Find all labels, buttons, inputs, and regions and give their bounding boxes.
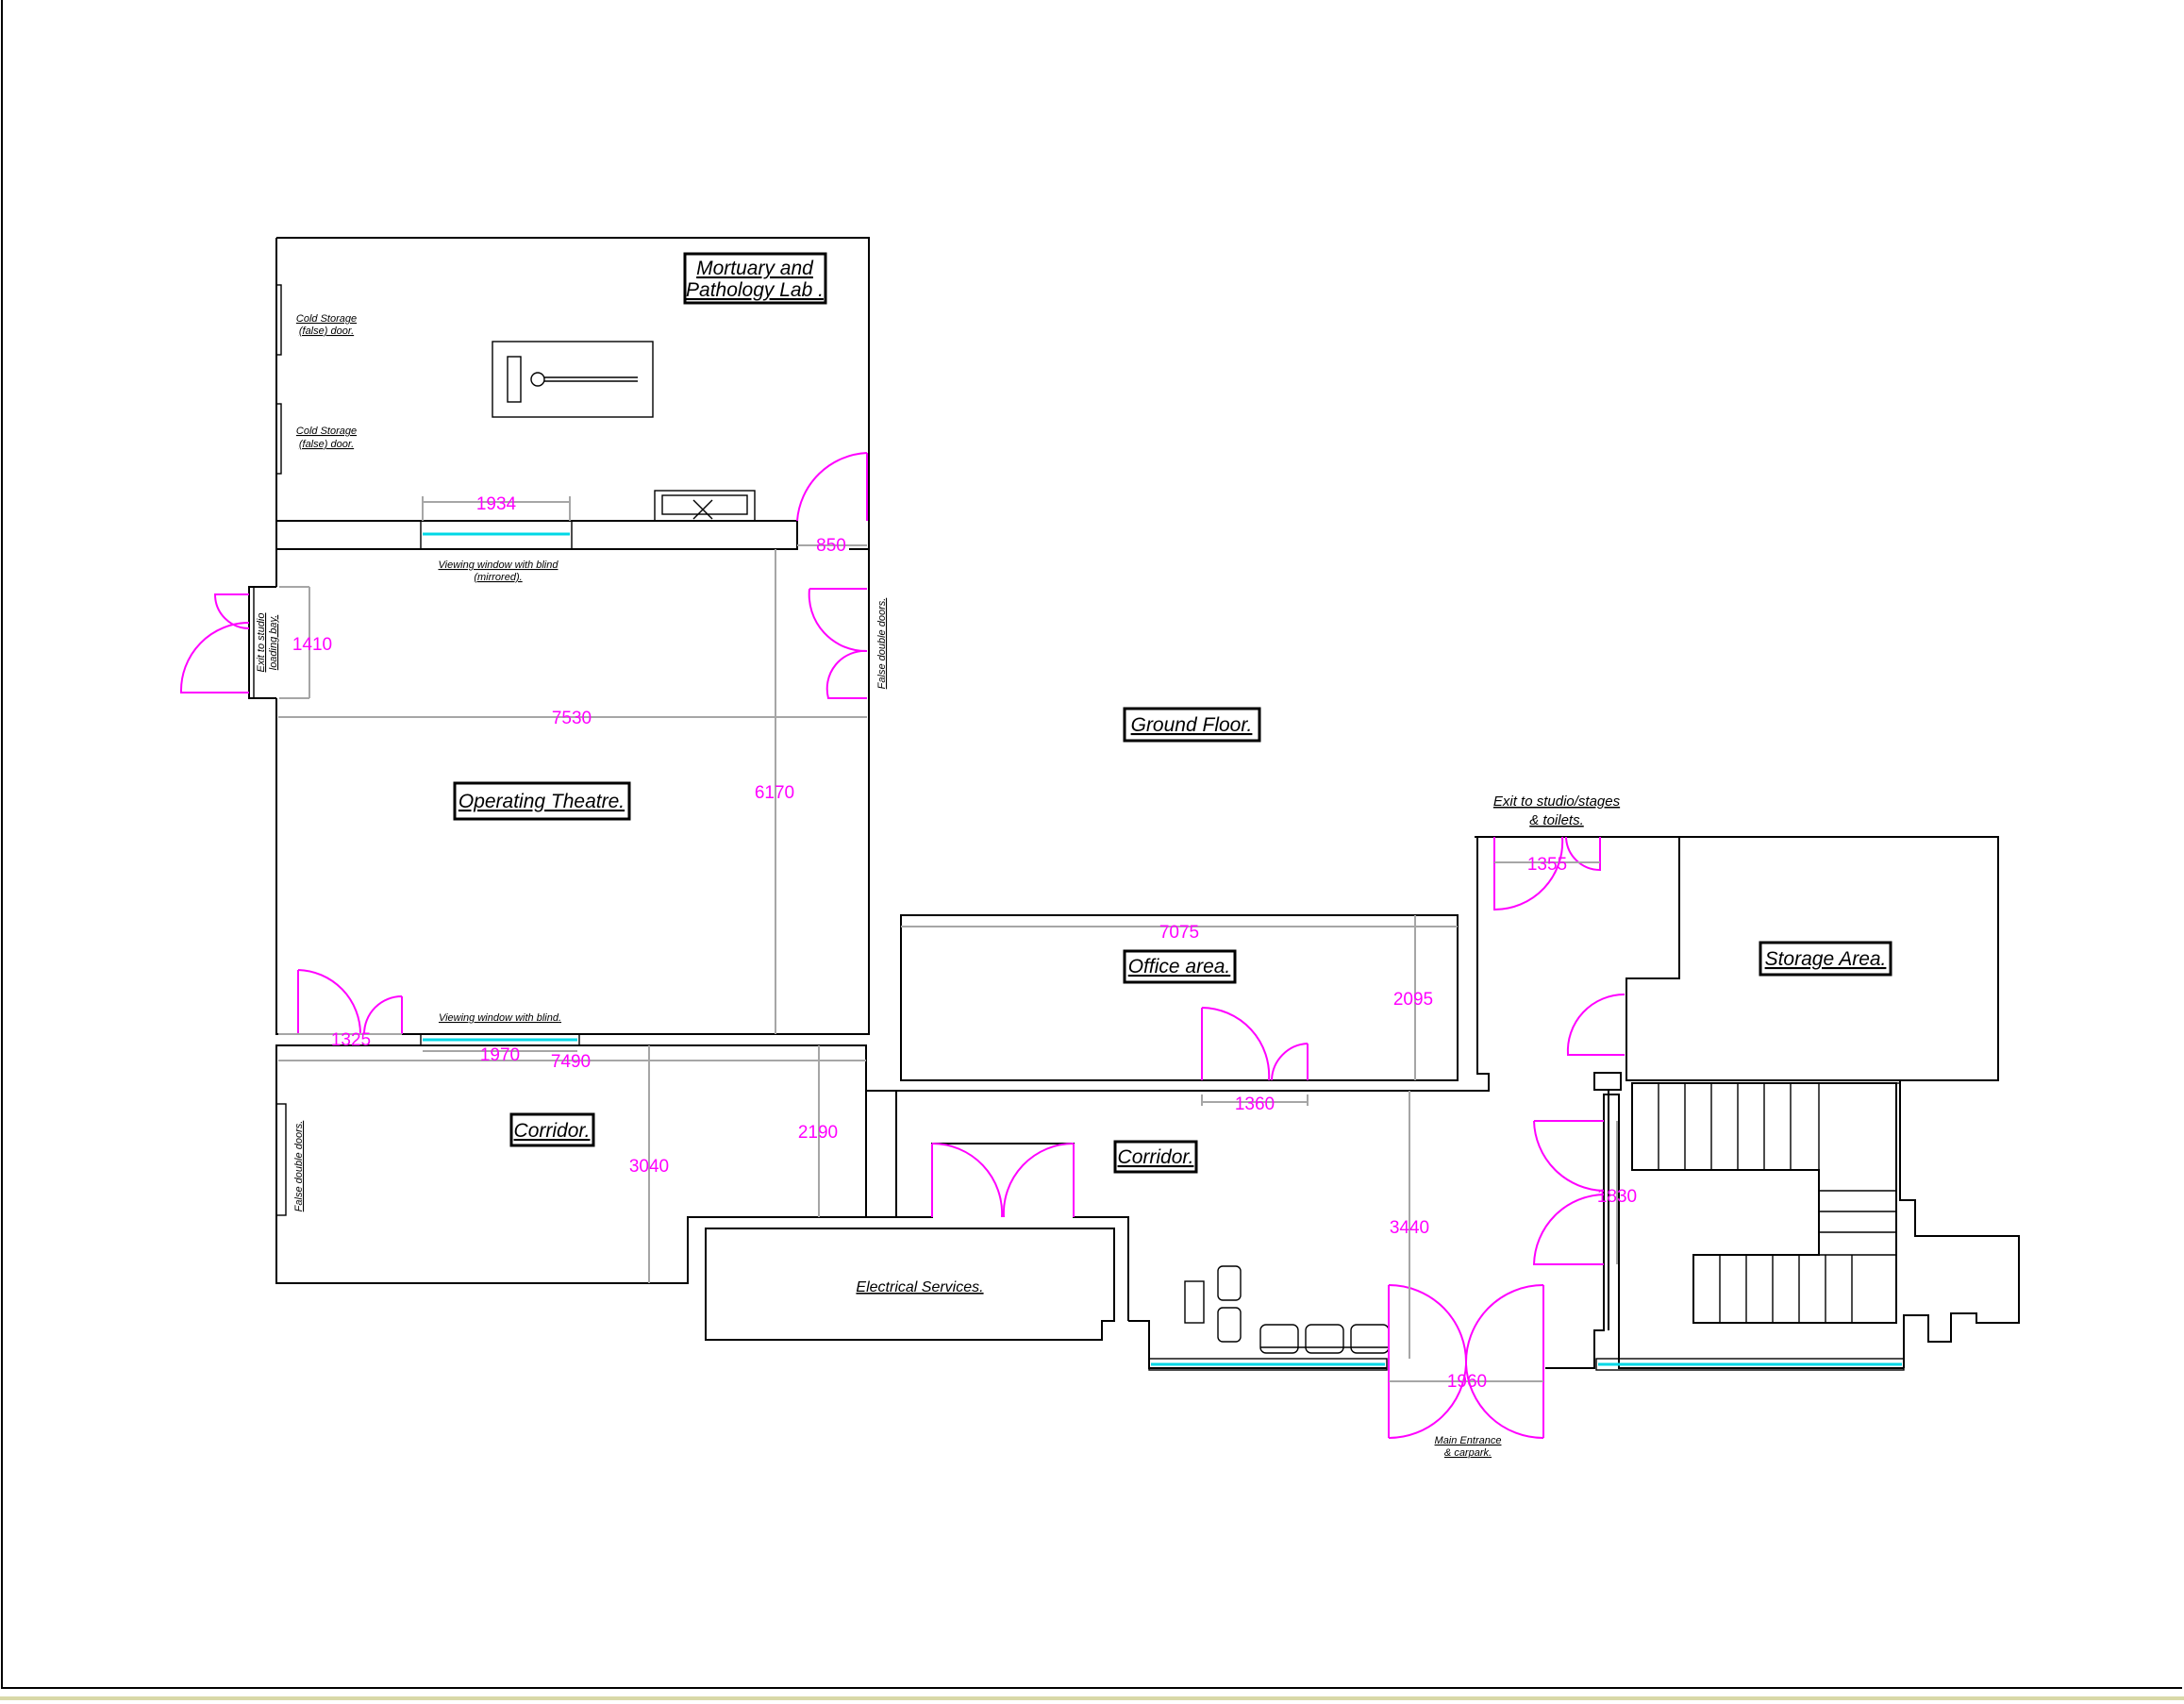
dim-1960: 1960 — [1447, 1372, 1487, 1392]
dim-1410: 1410 — [292, 635, 332, 655]
reception-chairs — [1184, 1265, 1390, 1354]
dim-7530: 7530 — [552, 709, 592, 728]
note-exit-loading-bay-line2: loading bay. — [268, 615, 279, 671]
room-corridor-mid: Corridor. — [1118, 1146, 1194, 1168]
note-cold-storage-2-line1: Cold Storage — [296, 426, 357, 437]
glazing — [420, 520, 1905, 1371]
mortuary-sink — [654, 490, 756, 522]
dimension-lines — [278, 496, 1618, 1382]
annotations: Cold Storage (false) door. Cold Storage … — [256, 284, 1621, 1459]
dim-1325: 1325 — [331, 1030, 371, 1050]
dim-1970: 1970 — [480, 1045, 520, 1065]
room-operating-theatre: Operating Theatre. — [458, 791, 625, 812]
dim-2190: 2190 — [798, 1123, 838, 1143]
dim-3440: 3440 — [1390, 1218, 1429, 1238]
room-office: Office area. — [1128, 956, 1231, 977]
dim-7490: 7490 — [551, 1052, 591, 1072]
floor-title: Ground Floor. — [1131, 714, 1253, 736]
note-viewing-window-mirrored-line2: (mirrored). — [474, 572, 522, 583]
doors — [179, 452, 1625, 1440]
dim-3040: 3040 — [629, 1157, 669, 1177]
room-labels: Mortuary and Pathology Lab . Operating T… — [453, 252, 1892, 1295]
note-cold-storage-2-line2: (false) door. — [299, 439, 354, 450]
room-mortuary-line1: Mortuary and — [696, 258, 814, 279]
note-main-entrance-line2: & carpark. — [1444, 1447, 1492, 1459]
room-storage: Storage Area. — [1765, 948, 1887, 970]
note-cold-storage-1-line1: Cold Storage — [296, 313, 357, 325]
dim-850: 850 — [816, 536, 846, 556]
note-cold-storage-1-line2: (false) door. — [299, 326, 354, 337]
note-false-double-doors-left: False double doors. — [293, 1121, 305, 1212]
dim-1355: 1355 — [1527, 855, 1567, 875]
dimension-labels: 1934 850 1410 7530 6170 1325 1970 7490 3… — [292, 494, 1637, 1392]
room-electrical: Electrical Services. — [856, 1279, 983, 1295]
note-viewing-window: Viewing window with blind. — [439, 1012, 561, 1024]
note-viewing-window-mirrored-line1: Viewing window with blind — [439, 560, 559, 571]
dim-7075: 7075 — [1159, 923, 1199, 943]
room-corridor-left: Corridor. — [514, 1120, 591, 1142]
dim-6170: 6170 — [755, 783, 794, 803]
dim-1830: 1830 — [1597, 1187, 1637, 1207]
mortuary-table — [492, 341, 654, 418]
dim-2095: 2095 — [1393, 990, 1433, 1010]
note-exit-studio-stages-line2: & toilets. — [1529, 812, 1584, 828]
room-mortuary-line2: Pathology Lab . — [686, 279, 824, 301]
dim-1934: 1934 — [476, 494, 517, 514]
note-main-entrance-line1: Main Entrance — [1435, 1435, 1502, 1446]
dim-1360: 1360 — [1235, 1094, 1275, 1114]
note-exit-studio-stages-line1: Exit to studio/stages — [1493, 794, 1621, 810]
note-false-double-doors-right: False double doors. — [876, 598, 888, 690]
note-exit-loading-bay-line1: Exit to studio — [256, 613, 267, 673]
